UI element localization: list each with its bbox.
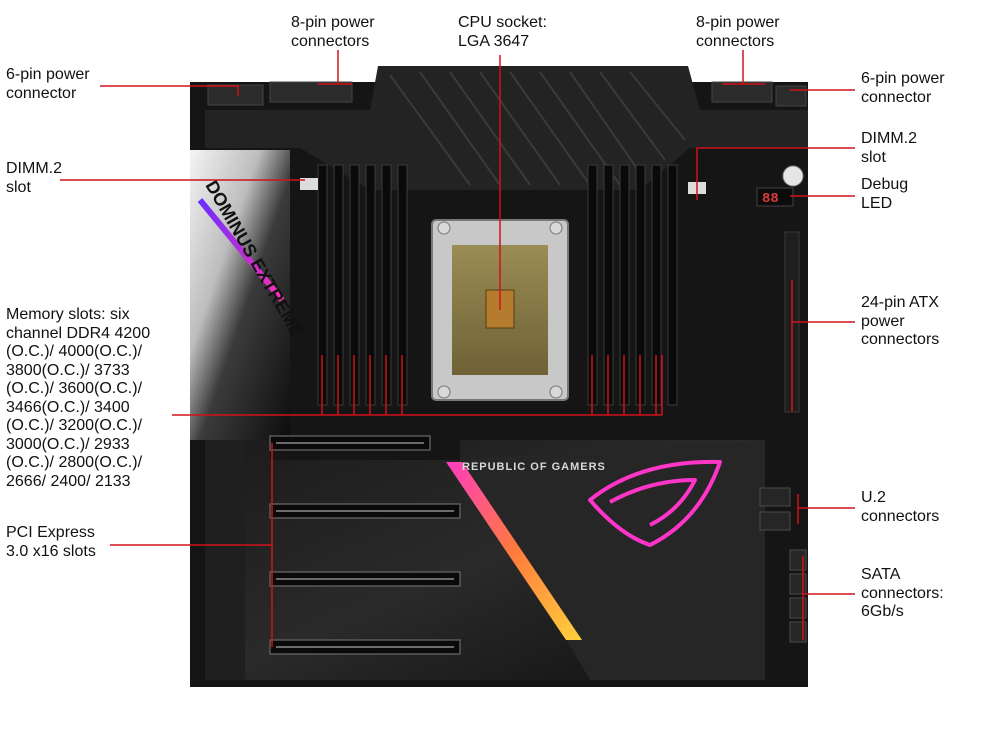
label-dimm2-right: DIMM.2 slot (861, 130, 917, 166)
label-8pin-right: 8-pin power connectors (696, 14, 780, 50)
u2-connectors (759, 487, 791, 531)
rog-logo (588, 459, 722, 547)
leader-memory-ticks (321, 355, 663, 415)
start-button (782, 165, 804, 187)
leader-lines (60, 50, 855, 647)
label-u2: U.2 connectors (861, 489, 940, 525)
debug-led-code: 88 (762, 191, 779, 207)
label-cpu-socket: CPU socket: LGA 3647 (458, 14, 547, 50)
power-connector-blocks (207, 81, 807, 107)
rgb-light-stripe (446, 462, 582, 640)
dimm-slots-right (587, 164, 678, 406)
pcie-slot-lines (276, 442, 454, 648)
dimm2-left-slot (300, 178, 318, 190)
label-pcie: PCI Express 3.0 x16 slots (6, 524, 96, 560)
label-debug-led: Debug LED (861, 176, 909, 212)
label-6pin-left: 6-pin power connector (6, 66, 90, 102)
socket-mount-holes (437, 221, 563, 399)
label-atx24: 24-pin ATX power connectors (861, 294, 940, 348)
label-dimm2-left: DIMM.2 slot (6, 160, 62, 196)
leader-6pin-left (100, 85, 239, 96)
bottom-left-armor (205, 440, 245, 680)
label-8pin-left: 8-pin power connectors (291, 14, 375, 50)
label-sata: SATA connectors: 6Gb/s (861, 566, 944, 620)
label-6pin-right: 6-pin power connector (861, 70, 945, 106)
io-cover-glow (197, 198, 285, 302)
debug-led-display (756, 187, 794, 207)
vrm-heatsink (205, 66, 808, 190)
label-memory-slots: Memory slots: six channel DDR4 4200 (O.C… (6, 306, 151, 490)
sata-connectors (789, 549, 807, 643)
chipset-diag-panel (460, 440, 765, 680)
chipset-text: REPUBLIC OF GAMERS (462, 461, 606, 473)
leader-dimm2-right (696, 147, 855, 200)
